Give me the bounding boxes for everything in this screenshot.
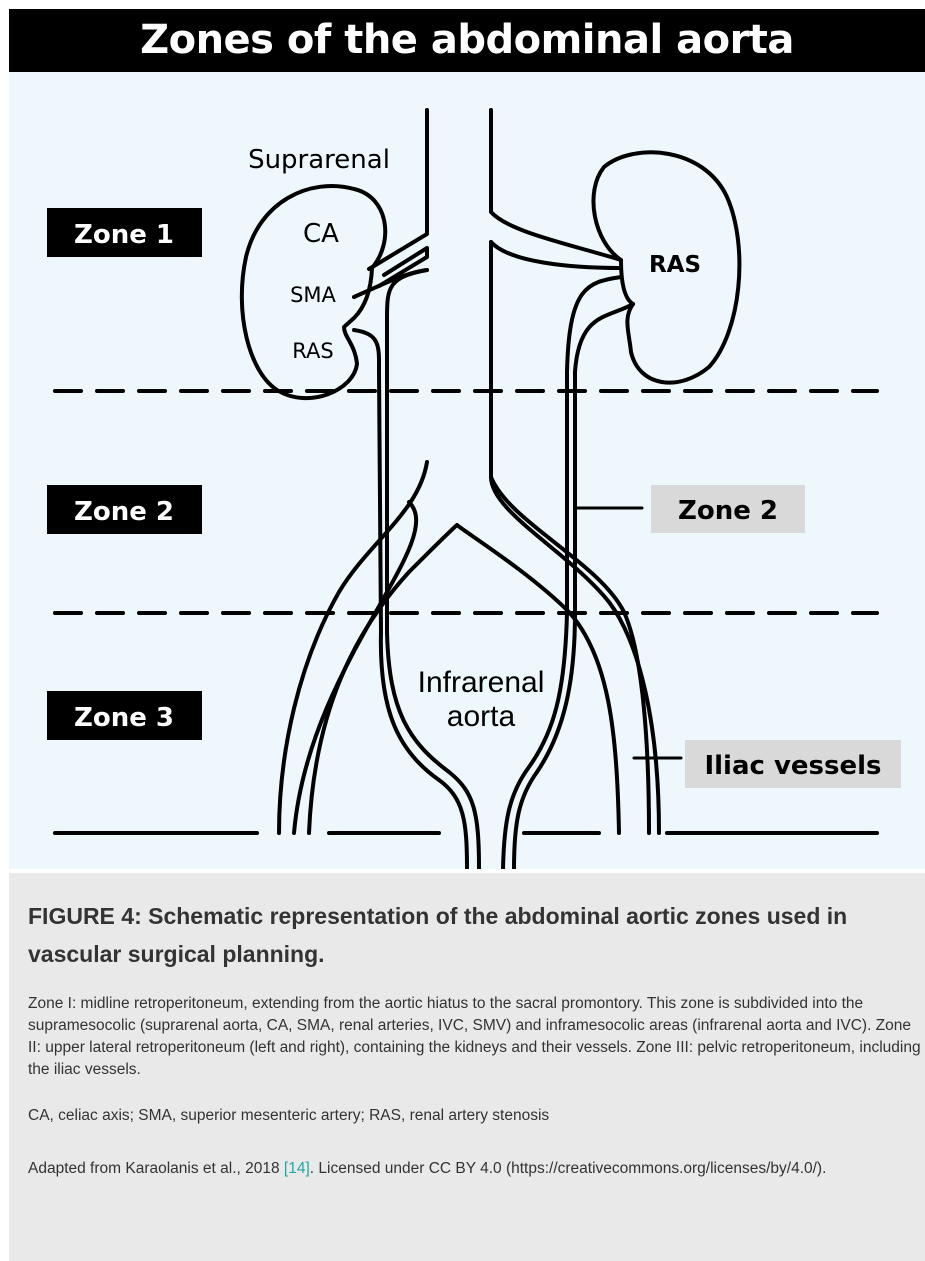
ras-left-label: RAS [292,339,333,363]
caption-title: FIGURE 4: Schematic representation of th… [28,897,918,973]
caption-abbreviations: CA, celiac axis; SMA, superior mesenteri… [28,1105,923,1127]
iliac-right-outer [491,477,649,833]
suprarenal-label: Suprarenal [248,145,390,175]
zone2-right-label: Zone 2 [678,496,778,526]
celiac-axis [379,248,427,286]
source-suffix: . Licensed under CC BY 4.0 (https://crea… [310,1160,827,1177]
right-vessel-wall [514,304,633,869]
zone-labels: Zone 1 Zone 2 Zone 3 [47,208,202,740]
figure-title: Zones of the abdominal aorta [9,9,925,72]
source-prefix: Adapted from Karaolanis et al., 2018 [28,1160,284,1177]
aorta-schematic: Zone 1 Zone 2 Zone 3 Zone 2 Iliac vessel… [9,72,925,869]
caption-body: Zone I: midline retroperitoneum, extendi… [28,993,923,1081]
zone-1-label: Zone 1 [74,220,174,250]
figure-caption: FIGURE 4: Schematic representation of th… [9,873,925,1261]
iliac-label: Iliac vessels [704,751,881,781]
zone-2-label: Zone 2 [74,497,174,527]
aorta-left-inner [354,330,467,869]
sma-label: SMA [290,283,336,307]
figure: Zones of the abdominal aorta [9,9,925,1261]
ca-label: CA [303,219,339,249]
iliac-left-outer [279,462,427,833]
citation-link[interactable]: [14] [284,1160,310,1177]
diagram: Zone 1 Zone 2 Zone 3 Zone 2 Iliac vessel… [9,72,925,869]
caption-source: Adapted from Karaolanis et al., 2018 [14… [28,1158,923,1180]
zone-3-label: Zone 3 [74,703,174,733]
vessel-left-outer [369,110,427,269]
infrarenal-label-line1: Infrarenal [418,666,545,699]
ras-right-label: RAS [649,252,701,278]
infrarenal-label-line2: aorta [447,700,516,733]
